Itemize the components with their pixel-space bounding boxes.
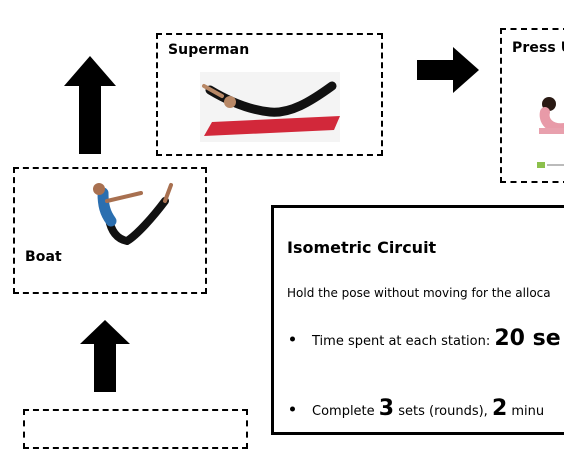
minutes-value: 2: [491, 396, 508, 421]
bullet-text: Time spent at each station:: [312, 334, 495, 349]
circuit-info-box: Isometric Circuit Hold the pose without …: [271, 205, 564, 435]
arrow-right-icon: [417, 47, 479, 93]
bullet-text: sets (rounds),: [394, 404, 492, 419]
exercise-photo-boat: [81, 179, 181, 245]
circuit-instructions: Hold the pose without moving for the all…: [287, 286, 551, 300]
arrow-up-icon: [80, 320, 130, 392]
bullet-text: Complete: [312, 404, 379, 419]
exercise-photo-superman: [200, 72, 340, 142]
circuit-title: Isometric Circuit: [287, 238, 437, 257]
exercise-card-boat: Boat: [13, 167, 207, 294]
exercise-card-next: [23, 409, 248, 449]
bullet-sets-rounds: Complete 3 sets (rounds), 2 minu: [312, 396, 544, 421]
card-title: Press U: [512, 40, 564, 56]
bullet-station-time: Time spent at each station: 20 se: [312, 326, 561, 351]
bullet-text: minu: [507, 404, 545, 419]
exercise-card-superman: Superman: [156, 33, 383, 156]
station-seconds-value: 20: [494, 326, 525, 351]
arrow-up-icon: [64, 56, 116, 154]
exercise-card-press-up: Press U: [500, 28, 564, 183]
card-title: Boat: [25, 249, 62, 265]
station-seconds-unit: se: [525, 326, 561, 351]
sets-value: 3: [378, 396, 395, 421]
exercise-photo-press-up: [535, 90, 564, 170]
card-title: Superman: [168, 42, 250, 58]
